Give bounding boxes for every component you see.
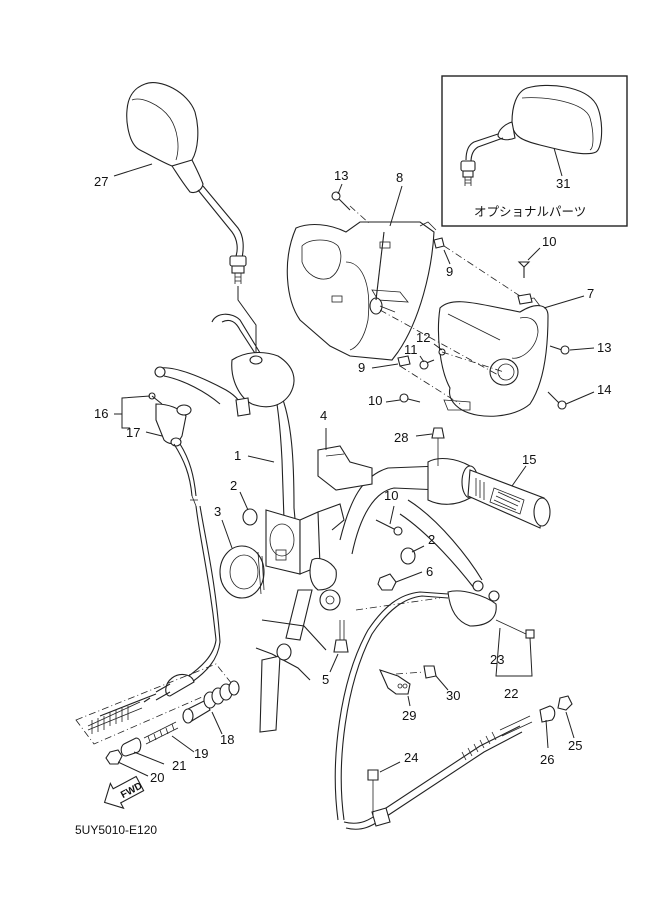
callout-13-top: 13 bbox=[334, 168, 348, 195]
svg-text:15: 15 bbox=[522, 452, 536, 467]
assembly-lines bbox=[349, 205, 521, 611]
callout-25: 25 bbox=[565, 711, 582, 753]
callout-26: 26 bbox=[540, 719, 554, 767]
callout-7: 7 bbox=[543, 286, 594, 309]
callout-9-top: 9 bbox=[443, 249, 453, 279]
cable-end-left bbox=[75, 663, 240, 765]
callout-13-right: 13 bbox=[569, 340, 611, 355]
callout-9-bottom: 9 bbox=[358, 360, 399, 375]
callout-16: 16 bbox=[94, 395, 151, 429]
screws bbox=[331, 191, 570, 536]
switch-ring-3 bbox=[219, 545, 265, 599]
svg-text:27: 27 bbox=[94, 174, 108, 189]
handlebar-holder-4 bbox=[317, 445, 373, 491]
svg-text:13: 13 bbox=[597, 340, 611, 355]
callout-3: 3 bbox=[214, 504, 233, 549]
svg-text:3: 3 bbox=[214, 504, 221, 519]
callout-27: 27 bbox=[94, 163, 153, 189]
svg-text:11: 11 bbox=[404, 342, 418, 357]
grommets bbox=[242, 508, 416, 591]
callouts: 1 2 2 3 4 5 6 7 bbox=[94, 147, 611, 785]
svg-text:14: 14 bbox=[597, 382, 611, 397]
bolt-5 bbox=[333, 620, 349, 653]
callout-10-bottom: 10 bbox=[384, 488, 398, 525]
svg-text:1: 1 bbox=[234, 448, 241, 463]
svg-text:22: 22 bbox=[504, 686, 518, 701]
brake-cable-22 bbox=[334, 590, 573, 830]
svg-text:24: 24 bbox=[404, 750, 418, 765]
callout-14: 14 bbox=[565, 382, 611, 405]
callout-24: 24 bbox=[379, 750, 418, 773]
callout-15: 15 bbox=[511, 452, 536, 487]
svg-text:31: 31 bbox=[556, 176, 570, 191]
callout-21: 21 bbox=[133, 751, 186, 773]
svg-text:6: 6 bbox=[426, 564, 433, 579]
svg-text:9: 9 bbox=[358, 360, 365, 375]
callout-18: 18 bbox=[211, 711, 234, 747]
callout-29: 29 bbox=[402, 695, 416, 723]
svg-text:2: 2 bbox=[230, 478, 237, 493]
svg-text:5: 5 bbox=[322, 672, 329, 687]
cable-guide-29 bbox=[378, 665, 437, 695]
svg-text:19: 19 bbox=[194, 746, 208, 761]
callout-6: 6 bbox=[395, 564, 433, 583]
callout-2-left: 2 bbox=[230, 478, 249, 511]
clip-nuts bbox=[397, 237, 533, 367]
handle-cover-rear-8 bbox=[286, 221, 437, 361]
callout-1: 1 bbox=[234, 448, 275, 463]
svg-text:25: 25 bbox=[568, 738, 582, 753]
svg-text:9: 9 bbox=[446, 264, 453, 279]
svg-text:10: 10 bbox=[384, 488, 398, 503]
svg-text:7: 7 bbox=[587, 286, 594, 301]
callout-31: 31 bbox=[553, 147, 570, 191]
svg-text:29: 29 bbox=[402, 708, 416, 723]
svg-text:30: 30 bbox=[446, 688, 460, 703]
diagram-code: 5UY5010-E120 bbox=[75, 823, 157, 837]
svg-text:10: 10 bbox=[542, 234, 556, 249]
svg-text:17: 17 bbox=[126, 425, 140, 440]
svg-text:10: 10 bbox=[368, 393, 382, 408]
callout-5: 5 bbox=[322, 653, 339, 687]
handlebar-right bbox=[339, 427, 551, 592]
switch-bracket bbox=[255, 503, 345, 733]
svg-text:8: 8 bbox=[396, 170, 403, 185]
callout-11: 11 bbox=[404, 342, 425, 363]
fwd-arrow: FWD bbox=[103, 775, 145, 810]
svg-text:12: 12 bbox=[416, 330, 430, 345]
svg-text:20: 20 bbox=[150, 770, 164, 785]
svg-text:28: 28 bbox=[394, 430, 408, 445]
callout-12: 12 bbox=[416, 330, 443, 351]
handle-cover-front-7 bbox=[437, 297, 549, 417]
svg-text:13: 13 bbox=[334, 168, 348, 183]
callout-4: 4 bbox=[320, 408, 327, 450]
mirror-27 bbox=[126, 82, 257, 352]
inset-caption: オプショナルパーツ bbox=[474, 204, 586, 219]
svg-text:26: 26 bbox=[540, 752, 554, 767]
svg-text:16: 16 bbox=[94, 406, 108, 421]
callout-17: 17 bbox=[126, 425, 163, 440]
callout-10-mid: 10 bbox=[368, 393, 401, 408]
svg-text:21: 21 bbox=[172, 758, 186, 773]
callout-19: 19 bbox=[171, 735, 208, 761]
svg-text:4: 4 bbox=[320, 408, 327, 423]
callout-23: 23 bbox=[490, 652, 504, 667]
svg-text:2: 2 bbox=[428, 532, 435, 547]
callout-2-right: 2 bbox=[411, 532, 435, 553]
lever-assembly-16 bbox=[148, 392, 221, 683]
callout-30: 30 bbox=[435, 675, 460, 703]
callout-20: 20 bbox=[117, 761, 164, 785]
callout-22: 22 bbox=[495, 627, 533, 701]
svg-text:18: 18 bbox=[220, 732, 234, 747]
optional-parts-inset bbox=[441, 75, 628, 227]
callout-28: 28 bbox=[394, 430, 433, 445]
handlebar-1 bbox=[154, 313, 297, 531]
svg-text:23: 23 bbox=[490, 652, 504, 667]
callout-8: 8 bbox=[389, 170, 403, 227]
callout-10-top: 10 bbox=[527, 234, 556, 261]
